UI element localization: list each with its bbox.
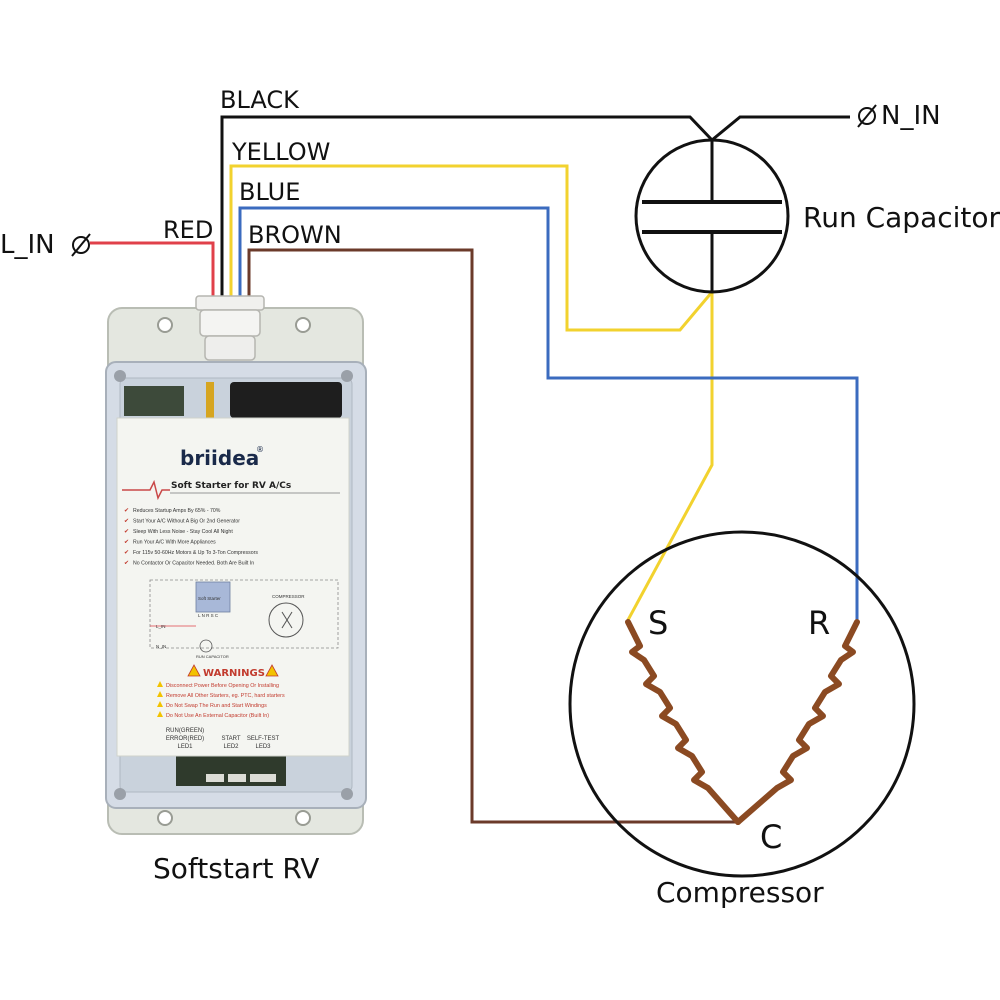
wire-black — [220, 115, 714, 296]
feature-item: For 115v 50-60Hz Motors & Up To 3-Ton Co… — [133, 550, 258, 556]
label-compressor: Compressor — [656, 876, 824, 909]
check-icon: ✔ — [124, 518, 129, 525]
led-label: LED3 — [255, 744, 271, 750]
wire-yellow — [229, 164, 714, 332]
screw-icon — [341, 788, 353, 800]
led-label: START — [221, 736, 240, 742]
label-softstart: Softstart RV — [153, 852, 319, 885]
warning-icon — [157, 701, 163, 707]
pulse-line-icon — [122, 479, 170, 501]
led-labels: RUN(GREEN) ERROR(RED) LED1 START LED2 SELF-TE… — [166, 728, 280, 750]
warning-item: Disconnect Power Before Opening Or Insta… — [166, 683, 279, 689]
warning-item: Do Not Use An External Capacitor (Built … — [166, 713, 269, 719]
label-l-in: L_IN — [0, 230, 55, 260]
run-capacitor-symbol — [634, 138, 790, 294]
brand-logo: briidea — [180, 446, 259, 470]
label-run-capacitor: Run Capacitor — [803, 201, 1000, 234]
mount-hole — [157, 810, 173, 826]
wire-n-in — [711, 115, 850, 142]
led-label: SELF-TEST — [247, 736, 280, 742]
mount-hole — [157, 317, 173, 333]
mini-wiring-diagram: Soft Starter L N R S C COMPRESSOR L_IN N… — [149, 579, 339, 659]
feature-item: Reduces Startup Amps By 65% - 70% — [133, 508, 221, 514]
mini-terminals: L N R S C — [198, 613, 219, 618]
mini-run-capacitor: RUN CAPACITOR — [196, 654, 229, 659]
mini-soft-starter: Soft Starter — [198, 596, 221, 601]
warning-icon — [157, 691, 163, 697]
wire-red — [90, 241, 215, 296]
mount-hole — [295, 810, 311, 826]
feature-item: Run Your A/C With More Appliances — [133, 540, 216, 546]
phase-symbol-icon — [857, 104, 877, 128]
feature-list: ✔ Reduces Startup Amps By 65% - 70% ✔ Start… — [124, 507, 258, 567]
warning-list: Disconnect Power Before Opening Or Insta… — [157, 681, 285, 719]
label-red: RED — [163, 216, 213, 244]
warning-icon — [187, 664, 201, 677]
feature-item: No Contactor Or Capacitor Needed. Both A… — [133, 561, 254, 567]
label-brown: BROWN — [248, 221, 342, 249]
device-title: Soft Starter for RV A/Cs — [171, 481, 291, 491]
feature-item: Sleep With Less Noise - Stay Cool All Ni… — [133, 529, 233, 535]
check-icon: ✔ — [124, 507, 129, 514]
led-label: RUN(GREEN) — [166, 728, 204, 734]
mini-l-in: L_IN — [156, 624, 166, 629]
warnings-title: WARNINGS — [203, 668, 265, 679]
label-black: BLACK — [220, 86, 300, 114]
phase-symbol-icon — [71, 233, 91, 257]
label-n-in: N_IN — [881, 101, 941, 131]
brand-trademark: ® — [256, 445, 264, 454]
label-r-terminal: R — [808, 604, 830, 642]
led-label: ERROR(RED) — [166, 736, 204, 742]
warning-icon — [157, 711, 163, 717]
mount-hole — [295, 317, 311, 333]
warning-icon — [265, 664, 279, 677]
warning-item: Do Not Swap The Run and Start Windings — [166, 703, 267, 709]
check-icon: ✔ — [124, 528, 129, 535]
wire-yellow-s — [626, 292, 714, 621]
label-c-terminal: C — [760, 818, 782, 856]
label-s-terminal: S — [648, 604, 668, 642]
led-label: LED1 — [177, 744, 193, 750]
check-icon: ✔ — [124, 549, 129, 556]
winding-s-coil — [625, 619, 741, 825]
mini-compressor: COMPRESSOR — [272, 594, 305, 599]
check-icon: ✔ — [124, 560, 129, 567]
wire-blue — [238, 206, 859, 622]
warning-icon — [157, 681, 163, 687]
screw-icon — [341, 370, 353, 382]
winding-r-coil — [735, 619, 860, 825]
led-label: LED2 — [223, 744, 239, 750]
mini-n-in: N_IN — [156, 644, 166, 649]
check-icon: ✔ — [124, 539, 129, 546]
label-blue: BLUE — [239, 178, 300, 206]
screw-icon — [114, 370, 126, 382]
screw-icon — [114, 788, 126, 800]
label-yellow: YELLOW — [231, 138, 330, 166]
feature-item: Start Your A/C Without A Big Or 2nd Gene… — [133, 519, 240, 525]
softstart-device: briidea ® Soft Starter for RV A/Cs ✔ Redu… — [105, 295, 367, 835]
warning-item: Remove All Other Starters, eg. PTC, hard… — [166, 693, 285, 699]
wire-brown — [247, 248, 738, 824]
compressor-symbol — [568, 530, 916, 878]
